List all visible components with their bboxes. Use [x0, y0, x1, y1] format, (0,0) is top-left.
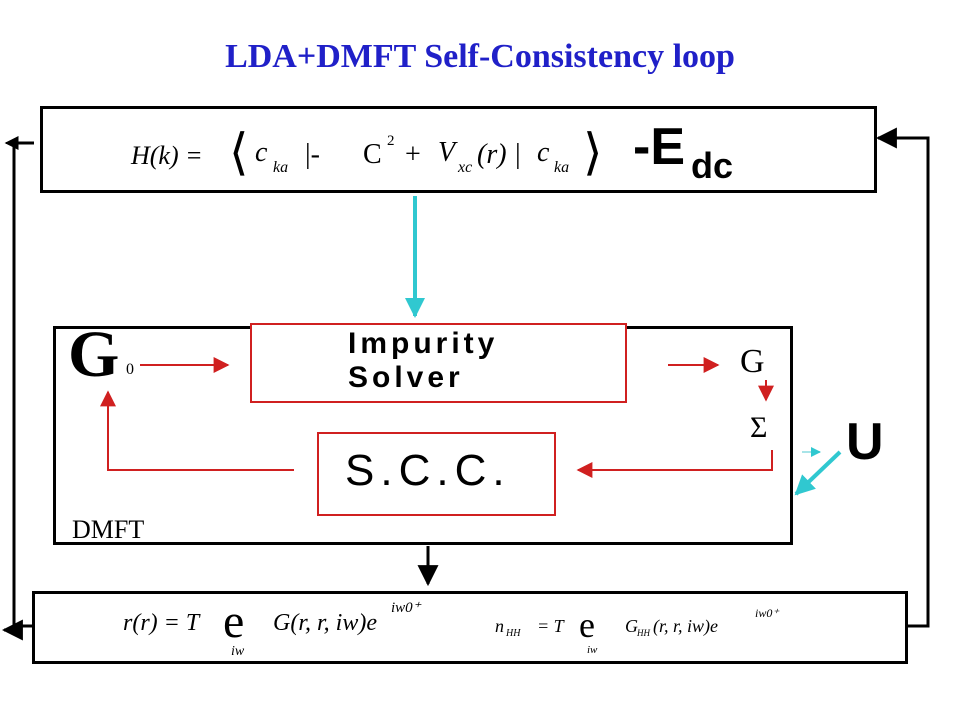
double-counting-term: -E — [633, 118, 685, 176]
ket-bracket: ⟩ — [583, 124, 603, 180]
n-hh-g: G — [625, 616, 638, 636]
diagram-title: LDA+DMFT Self-Consistency loop — [225, 38, 735, 75]
n-hh-exponent: iw0⁺ — [755, 606, 779, 620]
hamiltonian-lhs: H(k) = — [131, 141, 203, 170]
arrow-u-to-dmft — [794, 450, 842, 496]
rho-equation-rhs: G(r, r, iw)e — [273, 610, 378, 636]
rho-equation-lhs: r(r) = T — [123, 610, 200, 636]
sum-symbol-1: e — [223, 595, 245, 648]
sum-symbol-2: e — [579, 605, 595, 645]
potential-v: V — [438, 137, 456, 168]
g0-subscript: 0 — [126, 361, 134, 378]
sum-symbol-1-sub: iw — [231, 644, 245, 659]
sum-symbol-2-sub: iw — [587, 644, 598, 656]
bar-minus: |- — [305, 139, 320, 170]
impurity-solver-box: Impurity Solver — [250, 323, 627, 403]
arrow-sigma-to-scc — [576, 450, 773, 478]
potential-v-sub: xc — [458, 159, 473, 176]
impurity-solver-label-2: Solver — [348, 361, 464, 394]
n-hh-equals: = T — [537, 616, 564, 636]
n-hh-symbol: n — [495, 616, 504, 636]
rho-exponent: iw0⁺ — [391, 600, 421, 616]
scc-label: S.C.C. — [345, 446, 511, 495]
n-hh-g-sub: HH — [637, 628, 650, 638]
impurity-solver-label-1: Impurity — [348, 327, 499, 360]
g-symbol: G — [740, 343, 765, 380]
c-squared: C — [363, 139, 382, 170]
arrow-density-to-hamiltonian-right — [875, 127, 930, 628]
density-box: r(r) = T e iw G(r, r, iw)e iw0⁺ n HH = T… — [32, 591, 908, 664]
bra-bracket: ⟨ — [229, 124, 249, 180]
c-operator-2-sub: ka — [554, 159, 570, 176]
potential-arg: (r) | — [477, 139, 522, 170]
plus-sign: + — [405, 139, 421, 170]
c-operator-2: c — [537, 137, 550, 168]
sigma-symbol: Σ — [750, 411, 768, 444]
hamiltonian-box: H(k) = ⟨ c ka |- C 2 + V xc (r) | c ka ⟩… — [40, 106, 877, 193]
g0-symbol: G — [68, 318, 120, 391]
c-operator: c — [255, 137, 268, 168]
arrow-scc-to-g0 — [100, 390, 294, 471]
c-squared-exponent: 2 — [387, 133, 395, 149]
n-hh-rhs: (r, r, iw)e — [653, 616, 719, 636]
c-operator-sub: ka — [273, 159, 289, 176]
arrow-left-loop — [12, 141, 34, 628]
double-counting-sub: dc — [691, 145, 734, 186]
u-interaction-label: U — [846, 413, 884, 471]
dmft-label: DMFT — [72, 515, 145, 544]
scc-box: S.C.C. — [317, 432, 556, 516]
n-hh-sub: HH — [506, 628, 521, 639]
